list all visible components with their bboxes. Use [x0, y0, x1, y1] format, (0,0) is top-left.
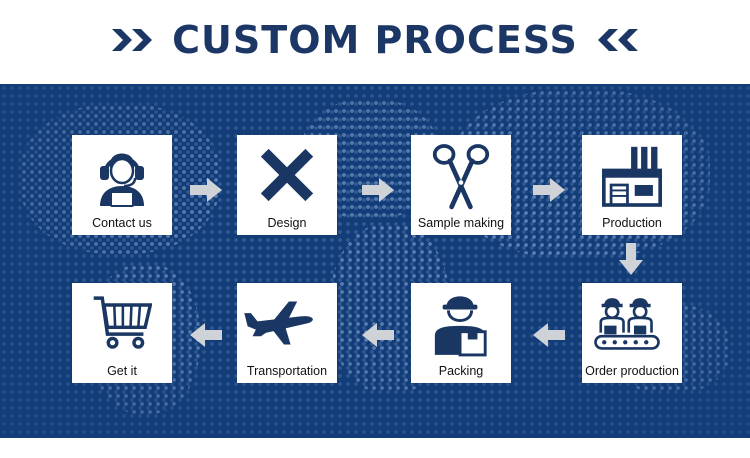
double-chevron-left-icon	[597, 29, 638, 51]
step-contact-us: Contact us	[72, 135, 172, 235]
headset-agent-icon	[92, 140, 152, 210]
delivery-worker-icon	[431, 288, 491, 358]
scissors-icon	[431, 140, 491, 210]
arrow-right-icon	[362, 178, 394, 202]
airplane-icon	[244, 288, 317, 358]
step-label: Packing	[438, 364, 484, 378]
title-bar: CUSTOM PROCESS	[0, 12, 750, 68]
step-label: Sample making	[417, 216, 505, 230]
arrow-right-icon	[533, 178, 565, 202]
step-label: Contact us	[92, 216, 152, 230]
step-label: Get it	[107, 364, 137, 378]
arrow-right-icon	[190, 178, 222, 202]
step-get-it: Get it	[72, 283, 172, 383]
step-label: Transportation	[246, 364, 328, 378]
page-title: CUSTOM PROCESS	[172, 18, 578, 62]
step-label: Design	[267, 216, 307, 230]
shopping-cart-icon	[92, 288, 152, 358]
step-label: Order production	[585, 364, 679, 378]
step-sample-making: Sample making	[411, 135, 511, 235]
workers-icon	[594, 288, 662, 358]
arrow-left-icon	[362, 323, 394, 347]
arrow-left-icon	[190, 323, 222, 347]
cross-icon	[257, 140, 317, 210]
footer	[0, 438, 750, 458]
step-packing: Packing	[411, 283, 511, 383]
step-design: Design	[237, 135, 337, 235]
step-order-production: Order production	[582, 283, 682, 383]
arrow-down-icon	[619, 243, 643, 275]
step-transportation: Transportation	[237, 283, 337, 383]
factory-icon	[602, 140, 662, 210]
step-label: Production	[602, 216, 662, 230]
arrow-left-icon	[533, 323, 565, 347]
header: CUSTOM PROCESS	[0, 0, 750, 84]
double-chevron-right-icon	[112, 29, 153, 51]
step-production: Production	[582, 135, 682, 235]
